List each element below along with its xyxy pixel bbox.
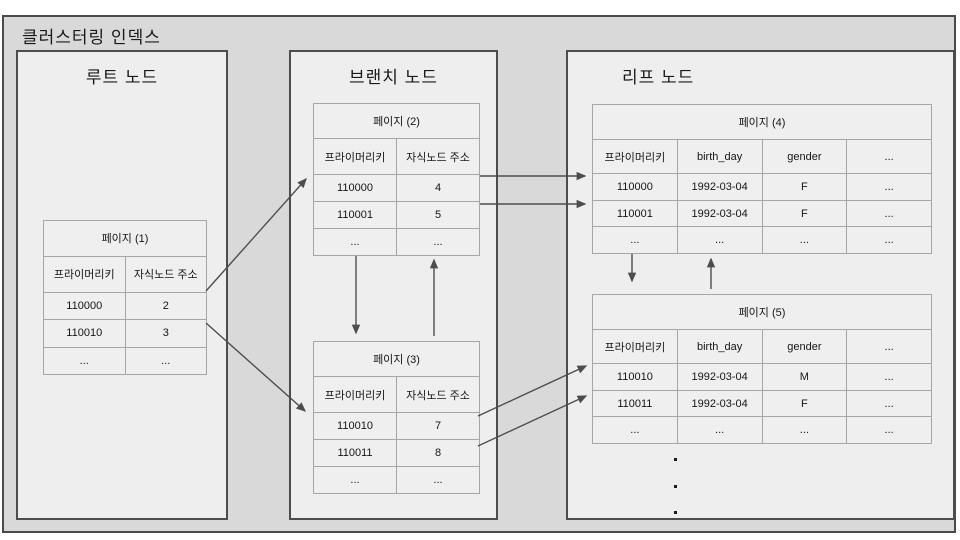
branch-node-title: 브랜치 노드 [349,68,438,87]
table-cell: 8 [396,438,480,467]
more-pages-ellipsis [672,458,678,514]
table-cell: ... [761,416,848,444]
table-title-cell: 페이지 (2) [313,102,480,140]
table-header-cell: birth_day [676,328,763,365]
table-row: ............ [592,416,932,444]
table-cell: ... [124,346,207,376]
table-cell: 4 [396,173,480,202]
table-header-cell: birth_day [676,138,763,175]
table-title-cell: 페이지 (4) [592,104,932,140]
table-cell: ... [846,199,932,228]
table-cell: 110011 [592,389,678,418]
table-cell: ... [676,416,763,444]
table-cell: ... [846,389,932,418]
table-header-cell: ... [846,138,932,175]
table-cell: 110011 [313,438,397,467]
table-header-cell: 프라이머리키 [592,138,678,175]
table-cell: F [761,173,848,201]
table-header-cell: 자식노드 주소 [396,138,480,175]
table-header-cell: 프라이머리키 [43,255,126,293]
table-cell: M [761,363,848,391]
table-cell: 5 [396,200,480,229]
table-cell: F [761,389,848,418]
table-cell: 110010 [43,319,126,348]
table-cell: 1992-03-04 [676,363,763,391]
table-cell: ... [846,226,932,254]
table-cell: 1992-03-04 [676,173,763,201]
table-header-cell: 프라이머리키 [313,376,397,413]
table-cell: F [761,199,848,228]
table-cell: 2 [124,291,207,321]
table-title-cell: 페이지 (3) [313,340,480,378]
table-title-cell: 페이지 (5) [592,294,932,330]
table-cell: 110001 [313,200,397,229]
table-cell: 7 [396,411,480,440]
leaf-node-title: 리프 노드 [622,68,695,87]
table-cell: 110010 [592,363,678,391]
table-cell: ... [846,363,932,391]
table-cell: ... [313,227,397,257]
table-cell: ... [43,346,126,376]
table-cell: 3 [124,319,207,348]
table-cell: ... [846,173,932,201]
table-cell: 110000 [313,173,397,202]
table-cell: ... [592,226,678,254]
table-cell: ... [592,416,678,444]
table-cell: ... [676,226,763,254]
table-cell: 110010 [313,411,397,440]
table-row: ...... [43,346,207,376]
root-node-title: 루트 노드 [85,68,159,87]
table-cell: ... [396,465,480,495]
table-title-cell: 페이지 (1) [43,220,207,257]
table-cell: ... [761,226,848,254]
table-header-cell: gender [761,138,848,175]
table-cell: 110000 [592,173,678,201]
table-header-cell: ... [846,328,932,365]
table-cell: 110000 [43,291,126,321]
table-row: ............ [592,226,932,254]
ellipsis-dot [673,484,677,488]
table-header-cell: 프라이머리키 [592,328,678,365]
table-cell: ... [313,465,397,495]
ellipsis-dot [673,511,677,514]
table-row: ...... [313,227,480,257]
table-header-cell: gender [761,328,848,365]
table-header-cell: 프라이머리키 [313,138,397,175]
table-cell: ... [396,227,480,257]
ellipsis-dot [673,458,677,461]
table-header-cell: 자식노드 주소 [396,376,480,413]
table-cell: 1992-03-04 [676,199,763,228]
table-row: ...... [313,465,480,495]
table-header-cell: 자식노드 주소 [124,255,207,293]
table-cell: 1992-03-04 [676,389,763,418]
table-cell: 110001 [592,199,678,228]
table-cell: ... [846,416,932,444]
diagram-title: 클러스터링 인덱스 [22,28,161,47]
